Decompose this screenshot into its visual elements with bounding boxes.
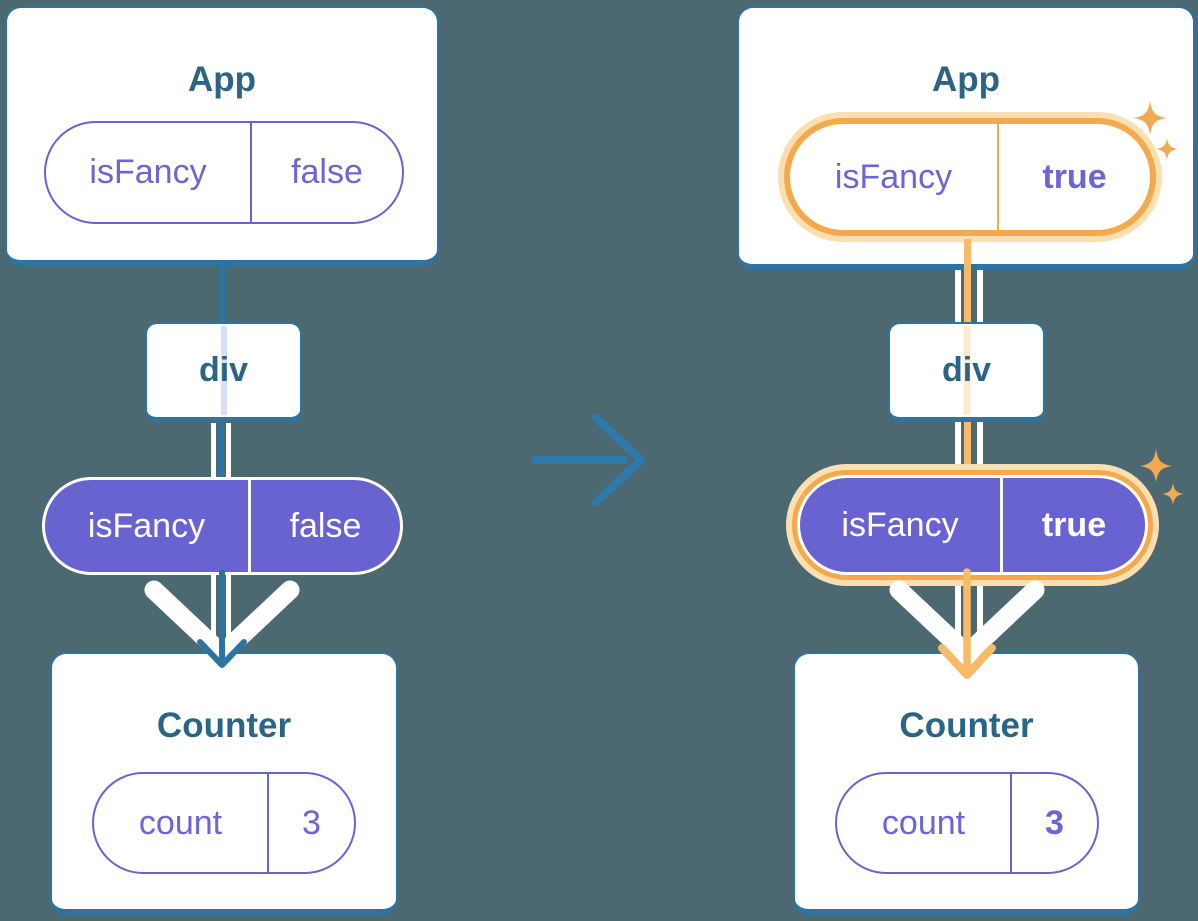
counter-card: Counter count 3 [793, 652, 1140, 915]
prop-flow-line [977, 268, 983, 326]
prop-passthrough-line [963, 326, 970, 415]
div-title: div [941, 351, 992, 389]
sparkles-icon [1140, 449, 1184, 505]
pill-value: false [291, 153, 363, 191]
pill-label: isFancy [46, 123, 252, 222]
div-box: div [888, 322, 1045, 422]
prop-flow-line [977, 573, 983, 639]
prop-flow-line [211, 573, 216, 639]
prop-flow-line [964, 239, 971, 270]
count-pill: count 3 [92, 772, 356, 874]
pill-value: false [289, 506, 362, 545]
prop-flow-line [977, 422, 983, 472]
pill-label: count [94, 774, 269, 872]
app-card: App isFancy true [737, 6, 1195, 270]
prop-pill-highlighted: isFancy true [797, 475, 1148, 575]
prop-flow-line [955, 422, 961, 472]
count-pill: count 3 [835, 772, 1099, 874]
pill-label: count [837, 774, 1012, 872]
tree-edge-line [219, 264, 225, 324]
pill-value: 3 [1045, 803, 1064, 842]
state-pill: isFancy false [44, 121, 404, 224]
prop-flow-line [955, 573, 961, 639]
prop-flow-line [226, 423, 231, 479]
app-card: App isFancy false [5, 6, 439, 266]
counter-title: Counter [156, 706, 292, 745]
prop-pill: isFancy false [42, 477, 403, 575]
pill-value: true [1041, 505, 1107, 544]
prop-flow-line [955, 268, 961, 326]
pill-label: isFancy [800, 478, 1003, 572]
prop-flow-line [211, 423, 216, 479]
state-pill-highlighted: isFancy true [784, 118, 1156, 236]
transition-right-arrow-icon [531, 414, 645, 506]
counter-title: Counter [899, 706, 1034, 745]
prop-flow-line [226, 573, 231, 639]
sparkles-icon [1133, 101, 1178, 160]
app-title: App [931, 60, 1001, 99]
app-title: App [187, 60, 257, 99]
prop-arrow-icon [938, 568, 996, 679]
div-title: div [198, 351, 249, 389]
pill-label: isFancy [790, 124, 999, 230]
prop-flow-line [218, 423, 224, 479]
prop-passthrough-line [220, 326, 227, 415]
prop-flow-line [964, 268, 971, 326]
pill-label: isFancy [45, 480, 251, 572]
prop-flow-line [964, 422, 971, 472]
pill-value: true [1042, 157, 1107, 196]
prop-arrow-icon [197, 569, 247, 668]
div-box: div [145, 322, 302, 422]
counter-card: Counter count 3 [50, 652, 398, 915]
pill-value: 3 [302, 803, 321, 842]
